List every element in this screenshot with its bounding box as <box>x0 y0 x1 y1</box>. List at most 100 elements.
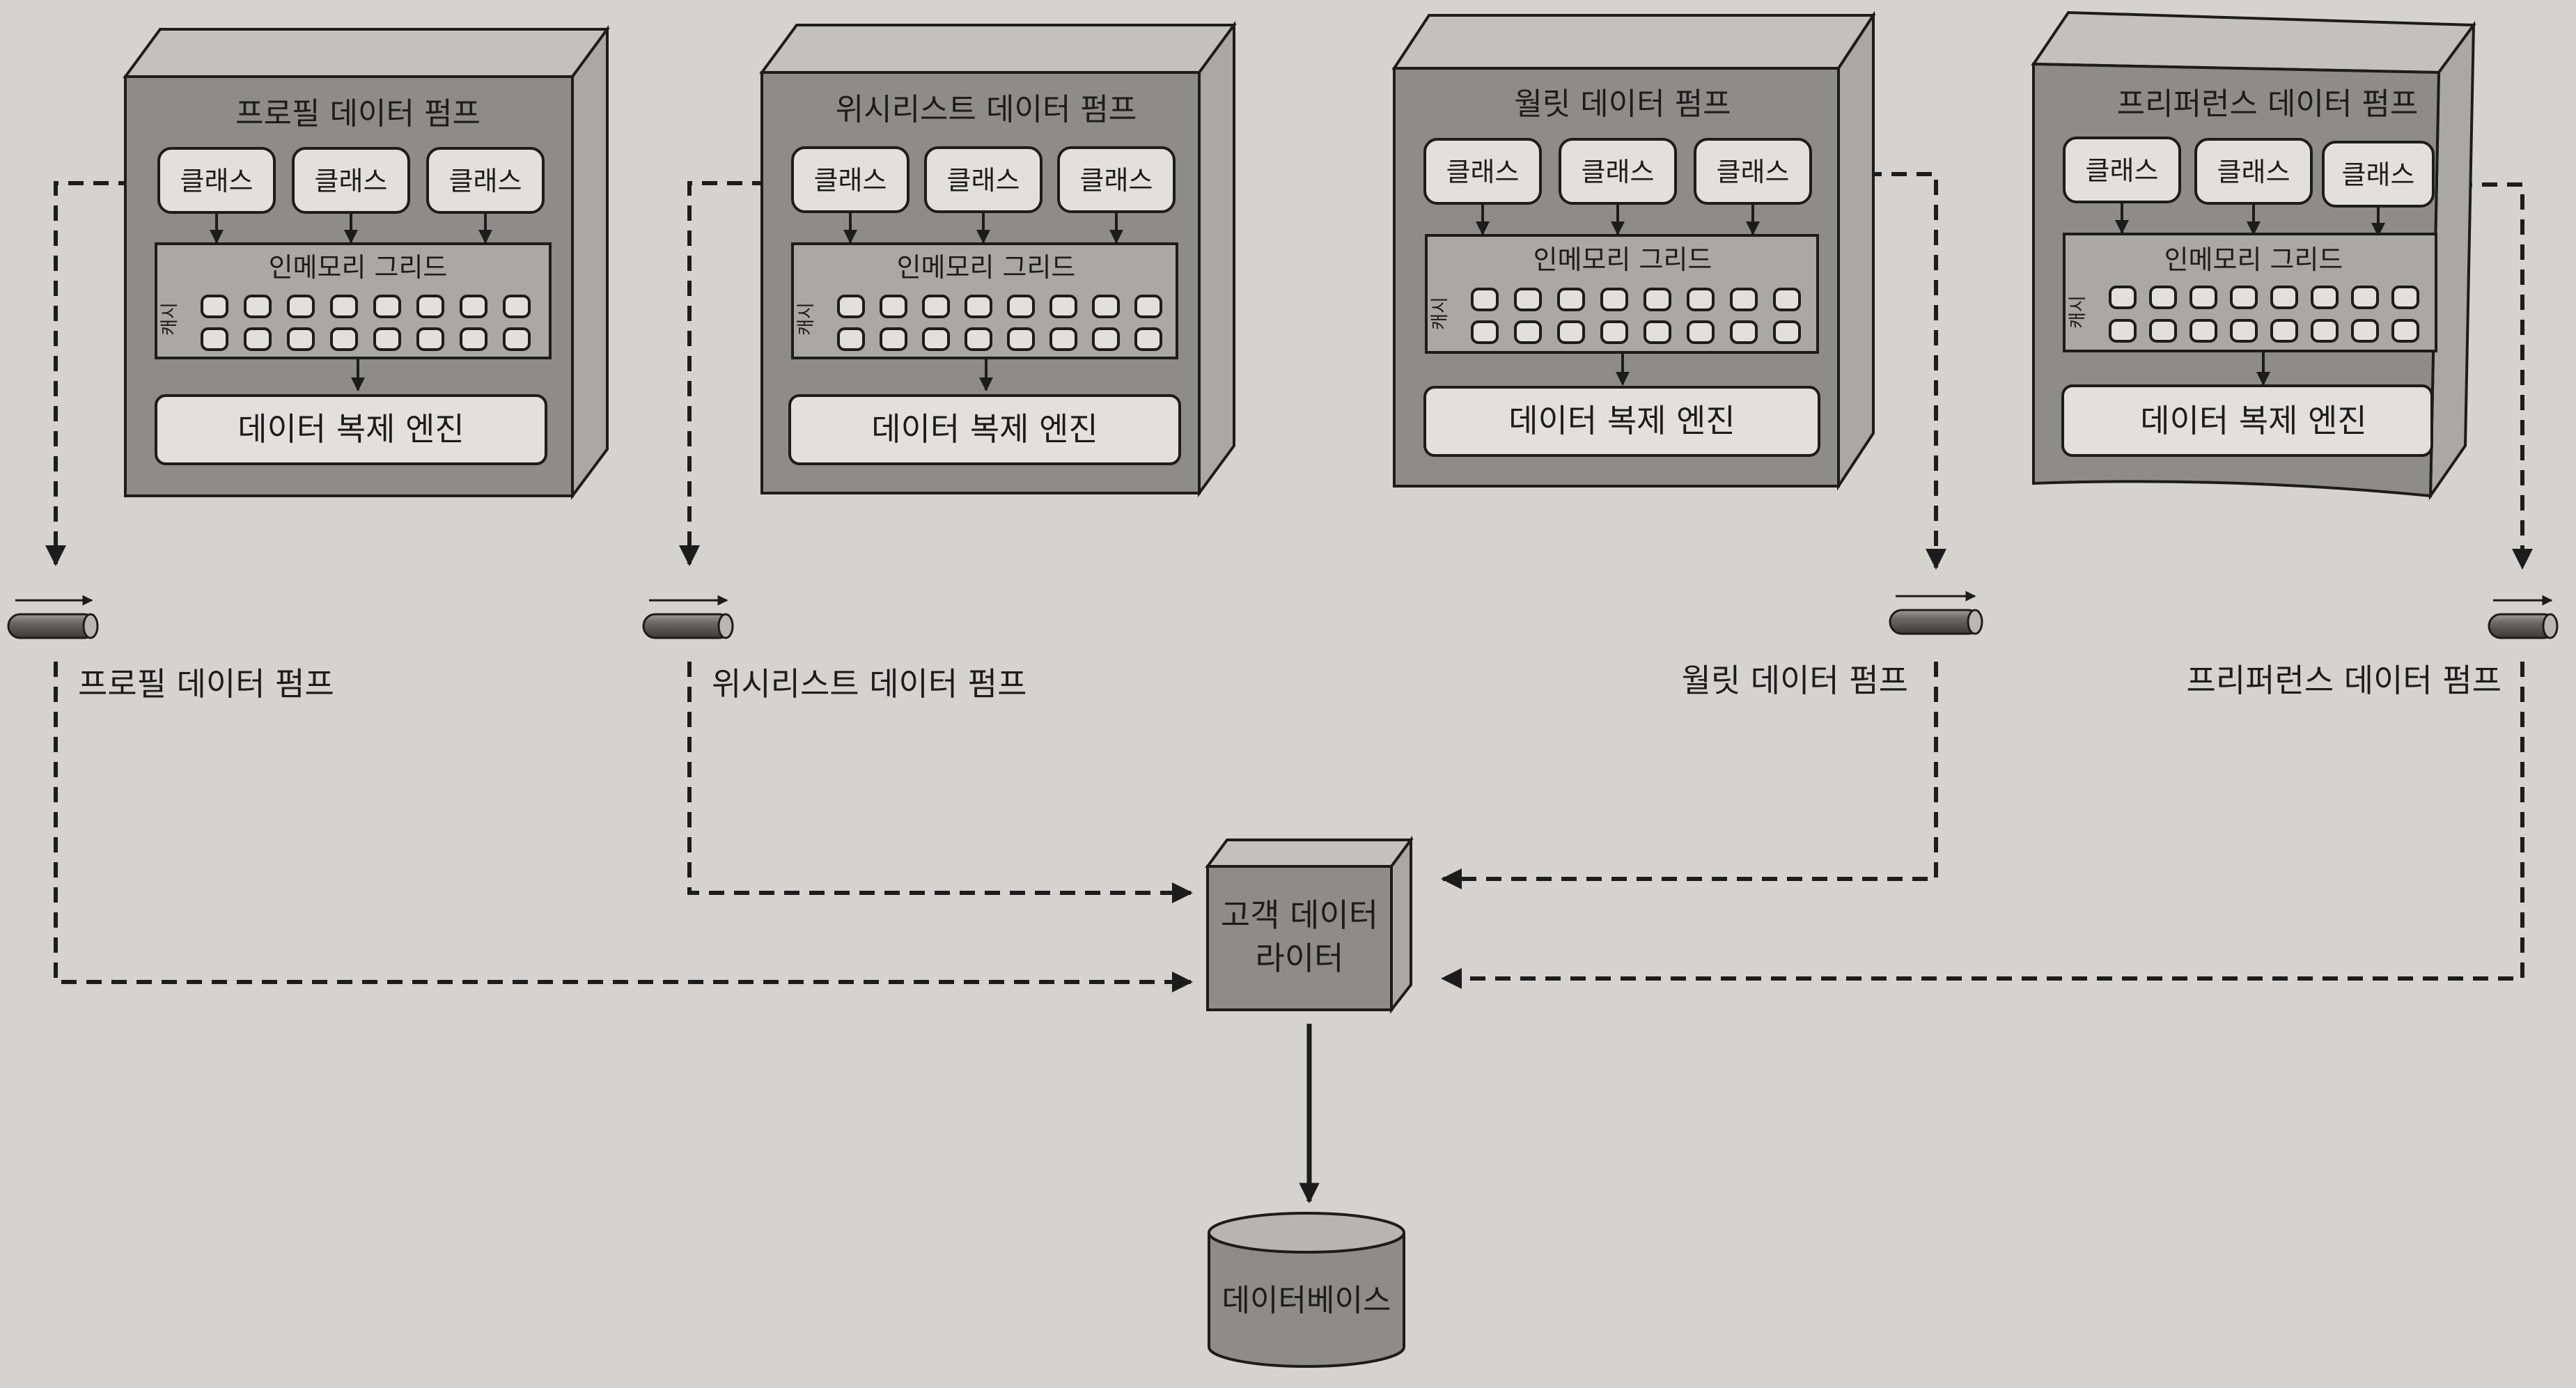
cache-cell <box>1514 320 1542 344</box>
class-label: 클래스 <box>1080 165 1153 196</box>
cache-cell <box>922 327 950 351</box>
cache-cell <box>330 295 358 318</box>
cache-cell <box>244 327 272 351</box>
replication-engine-label: 데이터 복제 엔진 <box>1508 402 1735 439</box>
pump-title-profile: 프로필 데이터 펌프 <box>235 96 481 132</box>
customer-data-writer: 고객 데이터 라이터 <box>1205 835 1414 1014</box>
cache-cell <box>2189 286 2217 309</box>
class-label: 클래스 <box>947 165 1020 196</box>
memory-grid-label: 인메모리 그리드 <box>2164 244 2343 275</box>
cache-cell <box>1773 320 1801 344</box>
cache-cell <box>2351 286 2379 309</box>
cache-cells <box>837 295 1162 351</box>
cache-cell <box>1134 295 1162 318</box>
pump-box-profile: 프로필 데이터 펌프 클래스 클래스 클래스 인메모리 그리드 캐시 데이터 복… <box>123 24 610 501</box>
replication-engine-preference <box>2061 384 2433 457</box>
cache-cell <box>2270 286 2298 309</box>
cache-cell <box>2311 319 2339 343</box>
class-label: 클래스 <box>2217 157 2290 187</box>
cache-label: 캐시 <box>1430 297 1451 330</box>
database-cylinder: 데이터베이스 <box>1208 1212 1405 1368</box>
memory-grid-label: 인메모리 그리드 <box>269 252 448 283</box>
memory-grid-label: 인메모리 그리드 <box>897 252 1076 283</box>
cache-label: 캐시 <box>2068 295 2089 329</box>
cache-cell <box>2149 319 2177 343</box>
pipes <box>7 591 2559 639</box>
pipe-label-wishlist: 위시리스트 데이터 펌프 <box>712 665 1027 703</box>
pipe-label-wallet: 월릿 데이터 펌프 <box>1682 662 1908 699</box>
cache-cell <box>2109 319 2137 343</box>
cache-cell <box>416 295 444 318</box>
cache-cell <box>416 327 444 351</box>
replication-engine-label: 데이터 복제 엔진 <box>237 410 464 448</box>
cache-cell <box>1092 295 1120 318</box>
class-label: 클래스 <box>1582 157 1655 187</box>
cache-cell <box>1644 288 1671 311</box>
pump-box-wallet: 월릿 데이터 펌프 클래스 클래스 클래스 인메모리 그리드 캐시 데이터 복제… <box>1391 10 1876 491</box>
cache-cells <box>1471 288 1801 344</box>
pipe-labels: 프로필 데이터 펌프 위시리스트 데이터 펌프 월릿 데이터 펌프 프리퍼런스 … <box>78 662 2501 703</box>
cache-cell <box>1049 295 1077 318</box>
replication-engine-label: 데이터 복제 엔진 <box>2140 402 2366 439</box>
memory-grid-wallet: 인메모리 그리드 캐시 <box>1425 234 1819 354</box>
cache-cell <box>503 327 531 351</box>
cache-label: 캐시 <box>159 302 180 336</box>
database-label: 데이터베이스 <box>1222 1283 1391 1318</box>
cache-cell <box>1644 320 1671 344</box>
memory-grid-profile: 인메모리 그리드 캐시 <box>155 242 552 359</box>
cache-cell <box>1134 327 1162 351</box>
class-label: 클래스 <box>814 165 887 196</box>
cache-cell <box>880 327 907 351</box>
cache-cell <box>2311 286 2339 309</box>
pipe-preference <box>2488 595 2559 639</box>
cache-cell <box>1007 295 1035 318</box>
cache-cell <box>1471 288 1499 311</box>
cache-cell <box>503 295 531 318</box>
cache-cell <box>1600 288 1628 311</box>
cache-cells <box>2109 286 2419 343</box>
class-label: 클래스 <box>449 166 522 196</box>
connector-preference-to-router <box>1441 662 2524 989</box>
router-label-line2: 라이터 <box>1256 939 1344 977</box>
cache-cell <box>287 295 315 318</box>
cache-cell <box>244 295 272 318</box>
cache-cell <box>2230 319 2258 343</box>
cache-cell <box>1600 320 1628 344</box>
cache-cell <box>1557 288 1585 311</box>
class-row-preference: 클래스 클래스 클래스 <box>2063 137 2435 208</box>
connector-wishlist-to-pipe <box>679 181 793 566</box>
pump-title-preference: 프리퍼런스 데이터 펌프 <box>2117 86 2419 122</box>
connector-profile-to-router <box>54 662 1193 992</box>
memory-grid-preference: 인메모리 그리드 캐시 <box>2063 233 2437 352</box>
cache-cells <box>201 295 531 351</box>
class-label: 클래스 <box>2086 155 2159 186</box>
cache-cell <box>460 327 487 351</box>
cache-cell <box>1557 320 1585 344</box>
cache-cell <box>1730 320 1758 344</box>
cache-cell <box>2391 319 2419 343</box>
class-row-wallet: 클래스 클래스 클래스 <box>1423 138 1812 205</box>
class-row-profile: 클래스 클래스 클래스 <box>157 147 545 214</box>
cache-cell <box>2149 286 2177 309</box>
pipe-profile <box>7 595 99 639</box>
pipe-wallet <box>1889 591 1983 635</box>
cache-cell <box>837 295 865 318</box>
replication-engine-label: 데이터 복제 엔진 <box>871 410 1098 448</box>
cache-cell <box>373 295 401 318</box>
cache-cell <box>880 295 907 318</box>
replication-engine-wallet <box>1423 386 1820 457</box>
cache-cell <box>373 327 401 351</box>
pipe-label-preference: 프리퍼런스 데이터 펌프 <box>2187 662 2501 699</box>
memory-grid-label: 인메모리 그리드 <box>1533 244 1712 275</box>
cache-cell <box>1092 327 1120 351</box>
cache-cell <box>1687 288 1715 311</box>
replication-engine-profile <box>155 394 547 465</box>
cache-label: 캐시 <box>796 302 817 336</box>
cache-cell <box>1773 288 1801 311</box>
cache-cell <box>1471 320 1499 344</box>
pipe-label-profile: 프로필 데이터 펌프 <box>78 665 334 703</box>
cache-cell <box>1007 327 1035 351</box>
pump-box-preference: 프리퍼런스 데이터 펌프 클래스 클래스 클래스 인메모리 그리드 캐시 데이터… <box>2031 10 2476 501</box>
memory-grid-wishlist: 인메모리 그리드 캐시 <box>791 242 1178 359</box>
